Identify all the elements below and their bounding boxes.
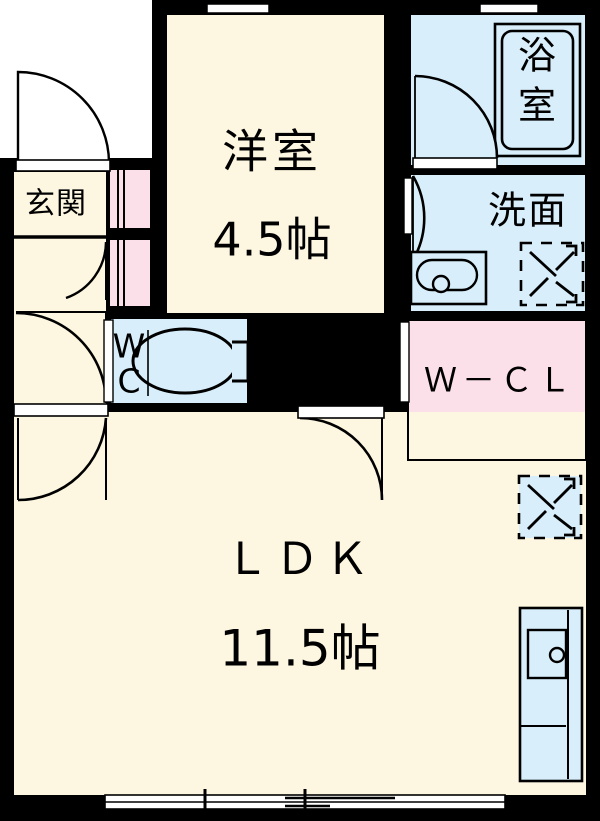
- ldk-entry-door[interactable]: [297, 405, 385, 501]
- kitchen-faucet: [548, 646, 566, 664]
- window-bath-north: [479, 3, 539, 14]
- room-fill-ldk: [14, 412, 586, 795]
- label-youshitsu-size: 4.5帖: [212, 213, 331, 267]
- label-genkan: 玄関: [25, 187, 87, 222]
- label-wc-c: C: [117, 362, 140, 401]
- entrance-door[interactable]: [15, 70, 111, 172]
- wc-group: [103, 319, 250, 403]
- bath-unit-group: [412, 22, 582, 170]
- hall-threshold: [13, 403, 109, 417]
- wc-door[interactable]: [103, 319, 114, 403]
- bathroom-door[interactable]: [412, 74, 499, 170]
- kitchen-sink-counter: [518, 606, 584, 783]
- wash-basin: [409, 250, 488, 306]
- washroom-opening: [403, 177, 413, 235]
- hall-door-lower[interactable]: [17, 417, 108, 509]
- wall-details: [117, 170, 125, 306]
- window-bedroom-north: [206, 3, 270, 14]
- windows-group: [104, 3, 539, 818]
- genkan-inner-door[interactable]: [65, 241, 108, 300]
- walk-in-closet-door[interactable]: [378, 321, 410, 403]
- toilet-tank: [232, 340, 250, 383]
- balcony-sliding-window: [104, 789, 506, 818]
- bath-tub-inner: [500, 29, 575, 151]
- label-yokushitsu-line1: 浴: [518, 34, 556, 78]
- ldk-group: [297, 405, 584, 783]
- room-fill-ldk-upper-right: [256, 412, 586, 472]
- washing-machine-space: [519, 241, 585, 307]
- hallway-doors: [13, 311, 109, 509]
- room-labels: 洋室 4.5帖 ＬＤＫ 11.5帖 浴 室 洗面 Ｗ－ＣＬ W C 玄関: [25, 34, 576, 678]
- room-fill-youshitsu: [166, 14, 385, 314]
- label-wc-w: W: [113, 327, 146, 366]
- wcl-group: [378, 321, 410, 403]
- label-ldk-size: 11.5帖: [219, 620, 380, 678]
- closet-fill-upper: [110, 170, 150, 228]
- label-yokushitsu-line2: 室: [518, 84, 556, 128]
- closet-fill-lower: [110, 240, 150, 306]
- label-ldk-name: ＬＤＫ: [225, 534, 375, 585]
- washing-machine-space-ldk: [517, 474, 583, 540]
- genkan-group: [14, 70, 111, 300]
- room-fills: [14, 14, 586, 795]
- label-wcl: Ｗ－ＣＬ: [424, 361, 576, 400]
- label-youshitsu-name: 洋室: [222, 125, 322, 179]
- washroom-group: [403, 175, 585, 307]
- label-senmen: 洗面: [488, 189, 568, 233]
